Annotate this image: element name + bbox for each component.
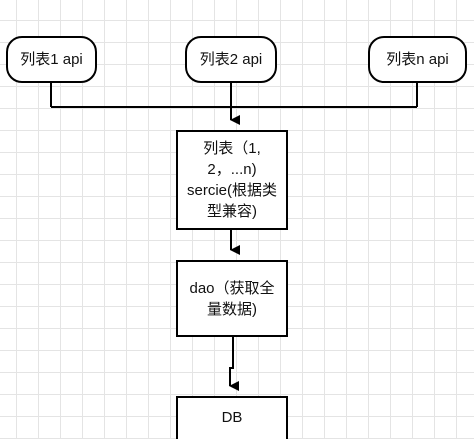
db-label: DB [221, 408, 243, 426]
edge-dao-to-db [229, 337, 239, 391]
dao-label: dao（获取全 量数据) [189, 279, 275, 318]
list1-api-label: 列表1 api [20, 51, 83, 68]
list2-api-node: 列表2 api [185, 36, 277, 83]
listn-api-node: 列表n api [368, 36, 467, 83]
dao-node: dao（获取全 量数据) [176, 260, 288, 337]
list-service-node: 列表（1, 2，...n) sercie(根据类 型兼容) [176, 130, 288, 230]
listn-api-label: 列表n api [386, 51, 449, 68]
list-service-label: 列表（1, 2，...n) sercie(根据类 型兼容) [186, 140, 277, 220]
db-node: DB [176, 396, 288, 439]
list2-api-label: 列表2 api [199, 51, 263, 68]
list1-api-node: 列表1 api [6, 36, 97, 83]
